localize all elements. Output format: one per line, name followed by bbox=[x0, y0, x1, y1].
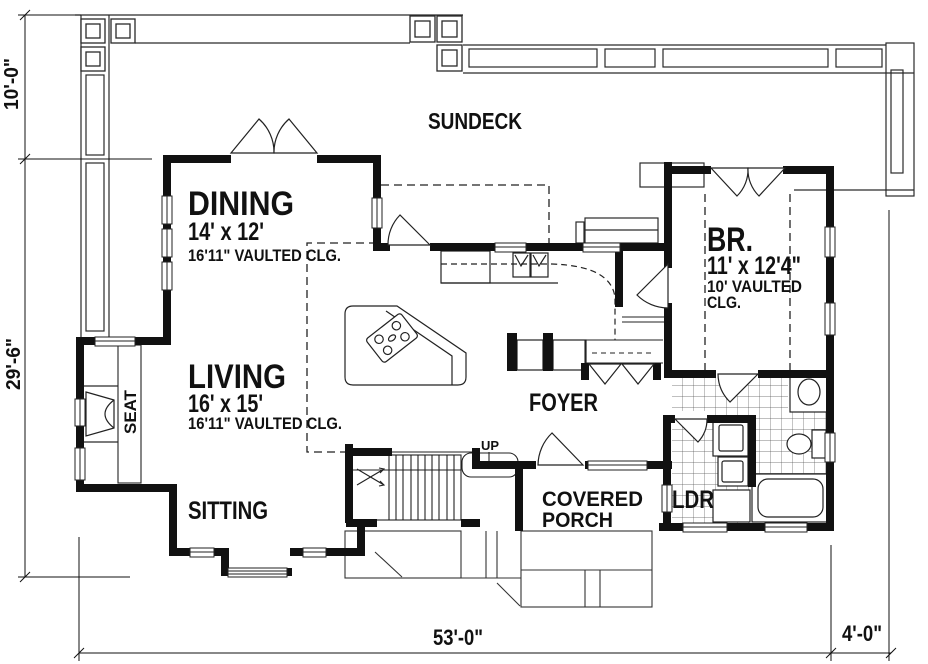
cooktop-icon bbox=[366, 313, 418, 363]
room-size-bedroom: 11' x 12'4" bbox=[707, 252, 801, 280]
laundry-door bbox=[673, 418, 708, 443]
room-label-foyer: FOYER bbox=[529, 389, 598, 417]
room-label-living: LIVING bbox=[188, 358, 286, 396]
dim-left-lower: 29'-6" bbox=[3, 338, 25, 390]
room-size-living: 16' x 15' bbox=[188, 390, 263, 418]
closet-bifold-right bbox=[620, 363, 656, 385]
windows bbox=[74, 195, 836, 578]
room-ceiling-living: 16'11" VAULTED CLG. bbox=[188, 414, 342, 433]
bedroom-entry-door bbox=[636, 262, 669, 309]
window-bump-north bbox=[94, 336, 136, 347]
bathtub-icon bbox=[751, 473, 829, 523]
room-label-porch-2: PORCH bbox=[542, 509, 613, 532]
kitchen bbox=[344, 250, 616, 386]
laundry-counter bbox=[712, 489, 751, 523]
room-label-sundeck: SUNDECK bbox=[428, 108, 522, 134]
window-sitting-south bbox=[189, 547, 327, 558]
dimension-lines bbox=[18, 9, 897, 661]
window-bay-south bbox=[227, 567, 288, 578]
dim-bottom-width: 53'-0" bbox=[433, 625, 483, 650]
window-dining-east bbox=[371, 197, 383, 229]
window-dining-west bbox=[161, 195, 173, 291]
bath-door bbox=[717, 373, 760, 403]
room-ceiling-bedroom-1: 10' VAULTED bbox=[707, 277, 802, 296]
kitchen-wall-stubs bbox=[507, 333, 553, 371]
closet-wall-stubs bbox=[581, 363, 661, 380]
porch-slab bbox=[344, 530, 653, 608]
toilet-icon bbox=[786, 429, 827, 459]
window-laundry-west bbox=[661, 484, 673, 513]
labels: SUNDECK DINING 14' x 12' 16'11" VAULTED … bbox=[1, 58, 882, 650]
room-label-porch-1: COVERED bbox=[542, 488, 643, 511]
deck-railing bbox=[75, 14, 915, 337]
window-laundry-south bbox=[682, 522, 728, 533]
fireplace-icon bbox=[79, 385, 121, 443]
double-sink-icon bbox=[512, 252, 549, 278]
window-bump-west bbox=[74, 398, 86, 481]
laundry-appliances bbox=[712, 419, 751, 523]
vanity-sink-icon bbox=[789, 373, 829, 413]
room-ceiling-dining: 16'11" VAULTED CLG. bbox=[188, 246, 341, 265]
room-label-seat: SEAT bbox=[121, 389, 140, 434]
dim-bottom-right: 4'-0" bbox=[842, 621, 882, 646]
bathroom bbox=[751, 373, 829, 523]
room-size-dining: 14' x 12' bbox=[188, 218, 264, 246]
room-label-dining: DINING bbox=[188, 185, 294, 223]
deck-posts bbox=[80, 15, 463, 72]
bedroom-french-door-right bbox=[747, 167, 787, 197]
dim-left-upper: 10'-0" bbox=[1, 58, 23, 110]
room-label-laundry: LDR bbox=[672, 486, 714, 514]
foyer-closet bbox=[584, 316, 666, 364]
staircase bbox=[351, 451, 519, 521]
window-bath-east bbox=[824, 432, 836, 463]
doors bbox=[229, 118, 787, 466]
room-label-bedroom: BR. bbox=[707, 221, 753, 259]
window-bedroom-east bbox=[824, 226, 836, 336]
window-kitchen-north bbox=[494, 242, 621, 253]
window-entry-sidelite bbox=[587, 460, 648, 471]
room-ceiling-bedroom-2: CLG. bbox=[707, 293, 741, 312]
front-entry-door bbox=[537, 432, 585, 466]
closet-bifold-left bbox=[587, 363, 623, 385]
kitchen-deck-door bbox=[387, 214, 432, 246]
window-bath-south bbox=[764, 522, 808, 533]
dining-french-door-right bbox=[273, 118, 319, 154]
room-label-sitting: SITTING bbox=[188, 497, 268, 525]
stairs-up-label: UP bbox=[481, 438, 499, 453]
ceiling-break-lines bbox=[306, 184, 791, 453]
stair-direction-arrow-icon bbox=[356, 467, 386, 487]
upper-cabinet-dashed bbox=[441, 263, 616, 340]
